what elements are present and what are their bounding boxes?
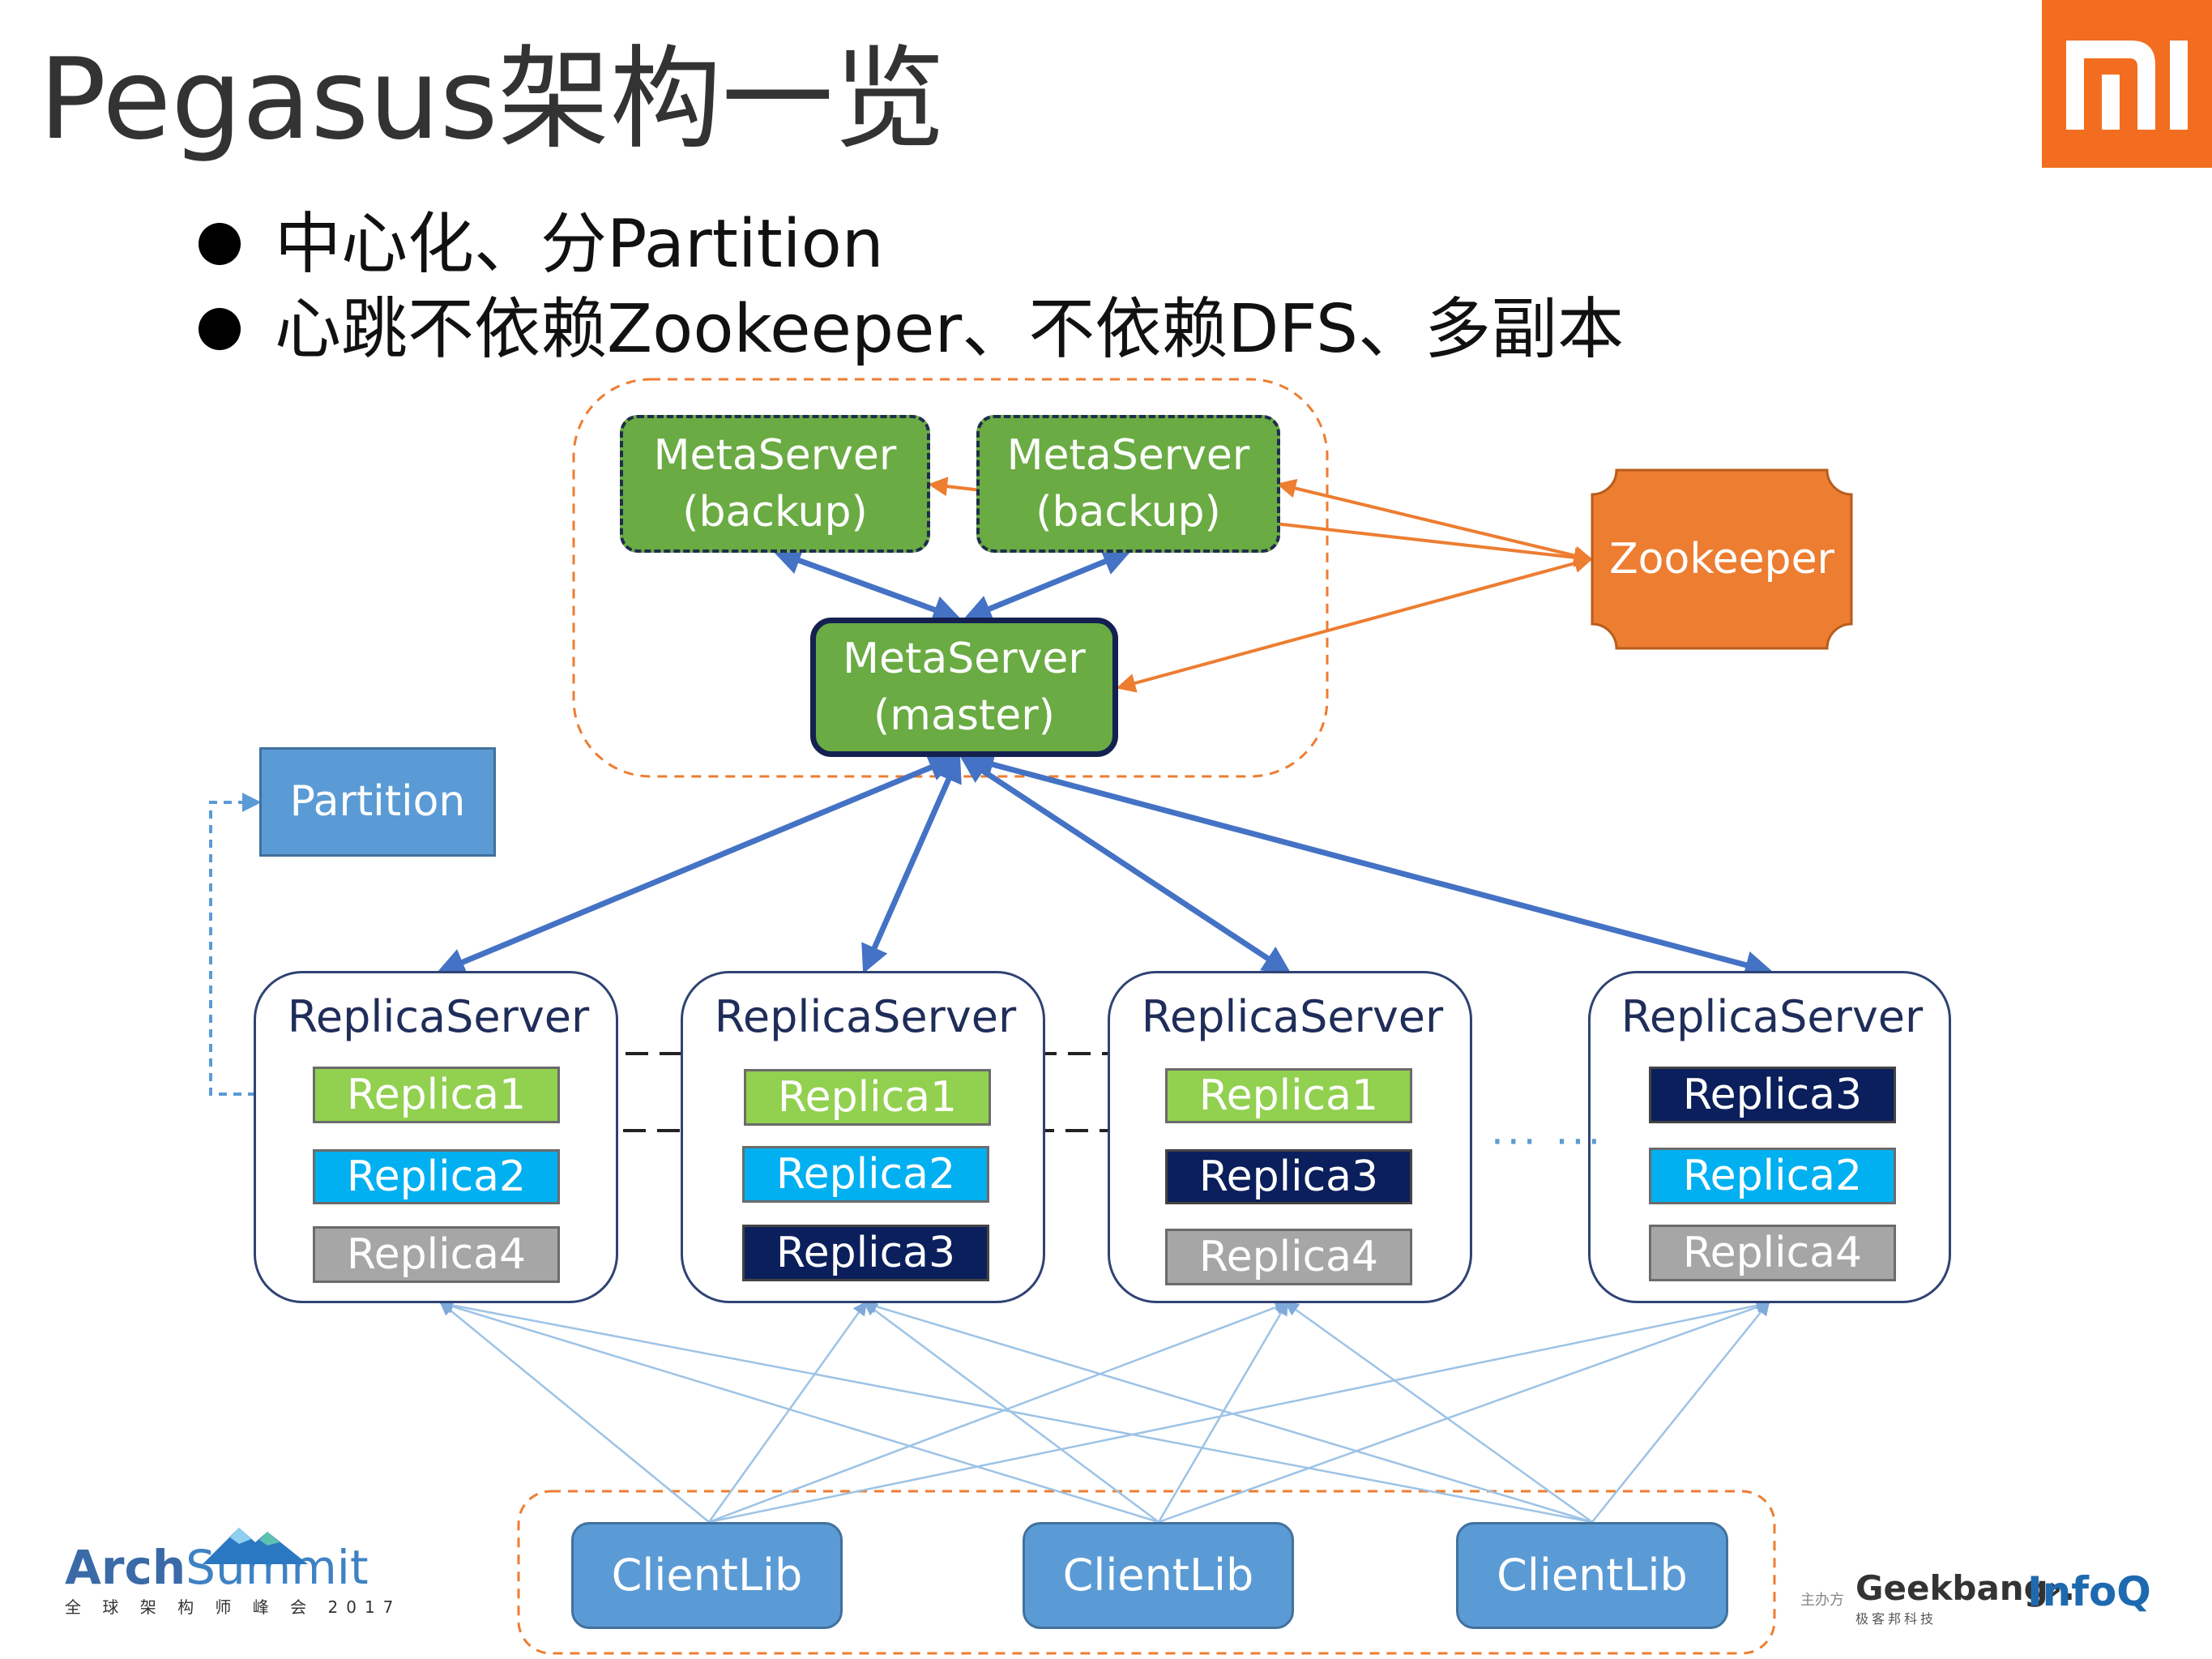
replica-tile: Replica1 bbox=[1165, 1068, 1412, 1123]
partition-connector bbox=[209, 793, 285, 1096]
metaserver-backup-2-name: MetaServer bbox=[1006, 430, 1250, 480]
archsummit-logo: ArchSummit 全 球 架 构 师 峰 会 2017 bbox=[65, 1528, 402, 1618]
client-links bbox=[438, 1298, 1771, 1524]
replica-server-4: ReplicaServer Replica3 Replica2 Replica4 bbox=[1588, 971, 1951, 1303]
zk-backup2-link bbox=[1276, 478, 1594, 566]
metaserver-backup-1-role: (backup) bbox=[682, 488, 868, 537]
replica-tile: Replica4 bbox=[1649, 1225, 1896, 1281]
bullet-text: 心跳不依赖Zookeeper、不依赖DFS、多副本 bbox=[275, 291, 1625, 368]
client-cluster-boundary bbox=[517, 1490, 1776, 1655]
replica-server-title: ReplicaServer bbox=[1621, 991, 1924, 1042]
replica-tile: Replica2 bbox=[742, 1146, 989, 1203]
geekbang-subtitle: 极客邦科技 bbox=[1855, 1611, 1937, 1627]
partition-label-box: Partition bbox=[259, 747, 496, 857]
replica-server-3: ReplicaServer Replica1 Replica3 Replica4 bbox=[1108, 971, 1472, 1303]
metaserver-backup-1: MetaServer (backup) bbox=[620, 415, 930, 553]
replica-tile: Replica2 bbox=[1649, 1148, 1896, 1204]
replica-tile: Replica2 bbox=[313, 1149, 560, 1204]
replica-tile: Replica3 bbox=[742, 1225, 989, 1281]
metaserver-backup-1-name: MetaServer bbox=[653, 430, 897, 480]
replica-tile: Replica1 bbox=[744, 1069, 991, 1126]
bullet-text: 中心化、分Partition bbox=[275, 206, 884, 283]
zookeeper-shape bbox=[1591, 468, 1853, 650]
mi-logo-icon bbox=[2042, 0, 2212, 168]
geekbang-logo: Geekbang›. 极客邦科技 bbox=[1855, 1568, 2075, 1627]
zk-master-link bbox=[1116, 554, 1594, 693]
more-servers-ellipsis: ··· ··· bbox=[1491, 1118, 1604, 1165]
archsummit-subtitle: 全 球 架 构 师 峰 会 2017 bbox=[65, 1597, 402, 1617]
backup2-master-link bbox=[963, 548, 1132, 622]
clientlib-1: ClientLib bbox=[571, 1522, 843, 1629]
archsummit-mountain-icon bbox=[203, 1528, 308, 1564]
clientlib-2: ClientLib bbox=[1023, 1522, 1294, 1629]
zookeeper-label: Zookeeper bbox=[1609, 534, 1834, 584]
bullet-dot-icon bbox=[199, 307, 241, 350]
replica-tile: Replica3 bbox=[1649, 1067, 1896, 1123]
replica-server-2: ReplicaServer Replica1 Replica2 Replica3 bbox=[681, 971, 1045, 1303]
metaserver-master: MetaServer (master) bbox=[810, 618, 1118, 757]
backup1-master-link bbox=[772, 547, 962, 623]
bullet-item: 心跳不依赖Zookeeper、不依赖DFS、多副本 bbox=[199, 291, 1625, 368]
replica-server-title: ReplicaServer bbox=[714, 991, 1017, 1042]
master-rs4-link bbox=[965, 750, 1774, 979]
replica-server-title: ReplicaServer bbox=[287, 991, 590, 1042]
replica-tile: Replica4 bbox=[1165, 1229, 1412, 1285]
geekbang-wordmark: Geekbang›. bbox=[1855, 1568, 2076, 1608]
replica-server-1: ReplicaServer Replica1 Replica2 Replica4 bbox=[254, 971, 618, 1303]
bullet-item: 中心化、分Partition bbox=[199, 206, 884, 283]
metaserver-backup-2-role: (backup) bbox=[1036, 488, 1221, 537]
page-title: Pegasus架构一览 bbox=[39, 34, 946, 165]
master-rs3-link bbox=[959, 755, 1292, 974]
metaserver-master-name: MetaServer bbox=[843, 634, 1086, 683]
bullet-dot-icon bbox=[199, 222, 241, 265]
infoq-logo: InfoQ bbox=[2027, 1568, 2151, 1615]
replica-server-title: ReplicaServer bbox=[1141, 991, 1444, 1042]
sponsor-label: 主办方 bbox=[1800, 1592, 1844, 1609]
metaserver-master-role: (master) bbox=[873, 691, 1055, 740]
replica-tile: Replica4 bbox=[313, 1226, 560, 1283]
replica-tile: Replica3 bbox=[1165, 1149, 1412, 1204]
metaserver-backup-2: MetaServer (backup) bbox=[976, 415, 1280, 553]
master-rs2-link bbox=[861, 753, 962, 974]
clientlib-3: ClientLib bbox=[1456, 1522, 1728, 1629]
replica-tile: Replica1 bbox=[313, 1067, 560, 1123]
